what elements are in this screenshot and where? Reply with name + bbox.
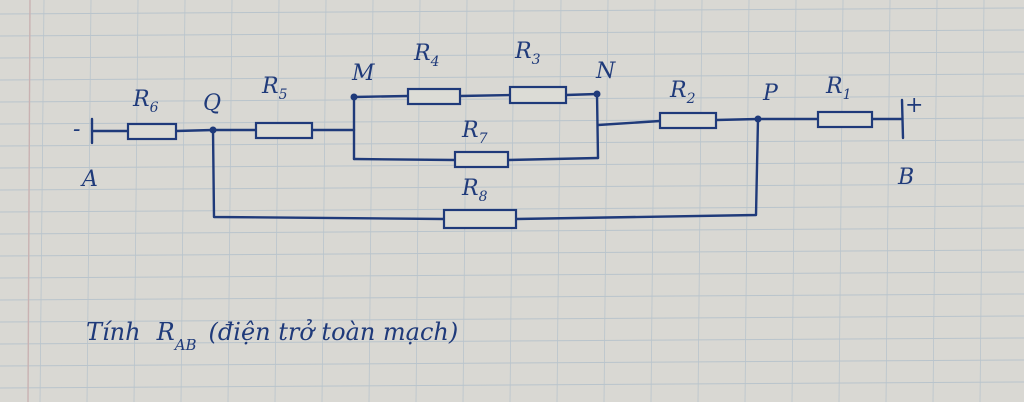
junction-m <box>350 93 358 101</box>
grid-line-vertical <box>415 0 421 402</box>
grid-line-vertical <box>556 0 562 402</box>
wire-m-r4 <box>352 94 410 99</box>
resistor-labels: R6 R5 R4 R3 R7 R2 R1 R8 <box>132 39 852 205</box>
wire-r8-p <box>514 117 760 221</box>
grid-line-horizontal <box>0 249 1024 257</box>
grid-line-horizontal <box>0 293 1024 301</box>
terminal-b-bar <box>900 98 905 140</box>
resistor-r4 <box>406 87 462 106</box>
grid-line-horizontal <box>0 7 1024 15</box>
wire-r3-n <box>564 92 599 97</box>
label-terminal-b: B <box>897 165 914 190</box>
grid-line-horizontal <box>0 381 1024 389</box>
grid-line-vertical <box>227 0 233 402</box>
wire-q-r8 <box>211 128 446 221</box>
terminal-labels: - A + B <box>73 93 923 192</box>
label-r1: R1 <box>825 74 852 103</box>
grid-line-vertical <box>368 0 374 402</box>
label-r7: R7 <box>461 118 488 147</box>
grid-line-vertical <box>274 0 280 402</box>
node-labels: Q M N P <box>203 59 779 116</box>
grid-line-vertical <box>697 0 703 402</box>
grid-line-vertical <box>180 0 186 402</box>
resistor-r2 <box>658 111 718 130</box>
resistors <box>126 85 874 230</box>
label-r8: R8 <box>461 176 488 205</box>
wire-block-r7 <box>352 157 457 162</box>
label-node-q: Q <box>203 91 221 116</box>
wire-r6-q <box>174 128 215 133</box>
resistor-r3 <box>508 85 568 105</box>
label-r3: R3 <box>514 39 541 68</box>
resistor-r7 <box>453 150 510 169</box>
grid-line-horizontal <box>0 337 1024 345</box>
terminal-b <box>900 98 905 140</box>
grid-line-vertical <box>321 0 327 402</box>
label-node-m: M <box>351 61 375 86</box>
grid-line-horizontal <box>0 139 1024 147</box>
grid-line-horizontal <box>0 29 1024 37</box>
grid-line-horizontal <box>0 73 1024 81</box>
resistor-r1 <box>816 110 874 129</box>
grid-line-vertical <box>838 0 844 402</box>
wire-r2-p <box>714 117 760 122</box>
grid-line-vertical <box>744 0 750 402</box>
resistor-r6 <box>126 122 178 141</box>
label-polarity-a: - <box>73 117 80 142</box>
grid-line-vertical <box>133 0 139 402</box>
label-r6: R6 <box>132 87 159 116</box>
junction-q <box>209 126 217 134</box>
wire-block-r2 <box>596 119 662 127</box>
label-r4: R4 <box>413 41 440 70</box>
grid-line-vertical <box>932 0 938 402</box>
junction-p <box>754 115 762 123</box>
margin-line <box>27 0 31 402</box>
wire-r7-right <box>506 156 600 162</box>
grid-line-horizontal <box>0 315 1024 323</box>
label-polarity-b: + <box>905 93 923 118</box>
circuit-wires <box>90 92 904 221</box>
grid-line-vertical <box>509 0 515 402</box>
grid-line-vertical <box>462 0 468 402</box>
label-node-n: N <box>595 59 616 84</box>
resistor-r8 <box>442 208 518 230</box>
grid-line-vertical <box>791 0 797 402</box>
label-r5: R5 <box>261 74 288 103</box>
junction-n <box>593 90 601 98</box>
label-r2: R2 <box>669 78 696 107</box>
grid-line-horizontal <box>0 359 1024 367</box>
grid-line-horizontal <box>0 271 1024 279</box>
grid-line-vertical <box>39 0 45 402</box>
grid-line-vertical <box>86 0 92 402</box>
junction-dots <box>209 90 762 134</box>
grid-line-vertical <box>650 0 656 402</box>
grid-line-horizontal <box>0 51 1024 59</box>
grid-line-vertical <box>603 0 609 402</box>
label-node-p: P <box>762 81 779 106</box>
wire-r4-r3 <box>458 93 512 98</box>
resistor-r5 <box>254 121 314 140</box>
grid-line-vertical <box>885 0 891 402</box>
grid-line-vertical <box>979 0 985 402</box>
label-terminal-a: A <box>80 167 98 192</box>
